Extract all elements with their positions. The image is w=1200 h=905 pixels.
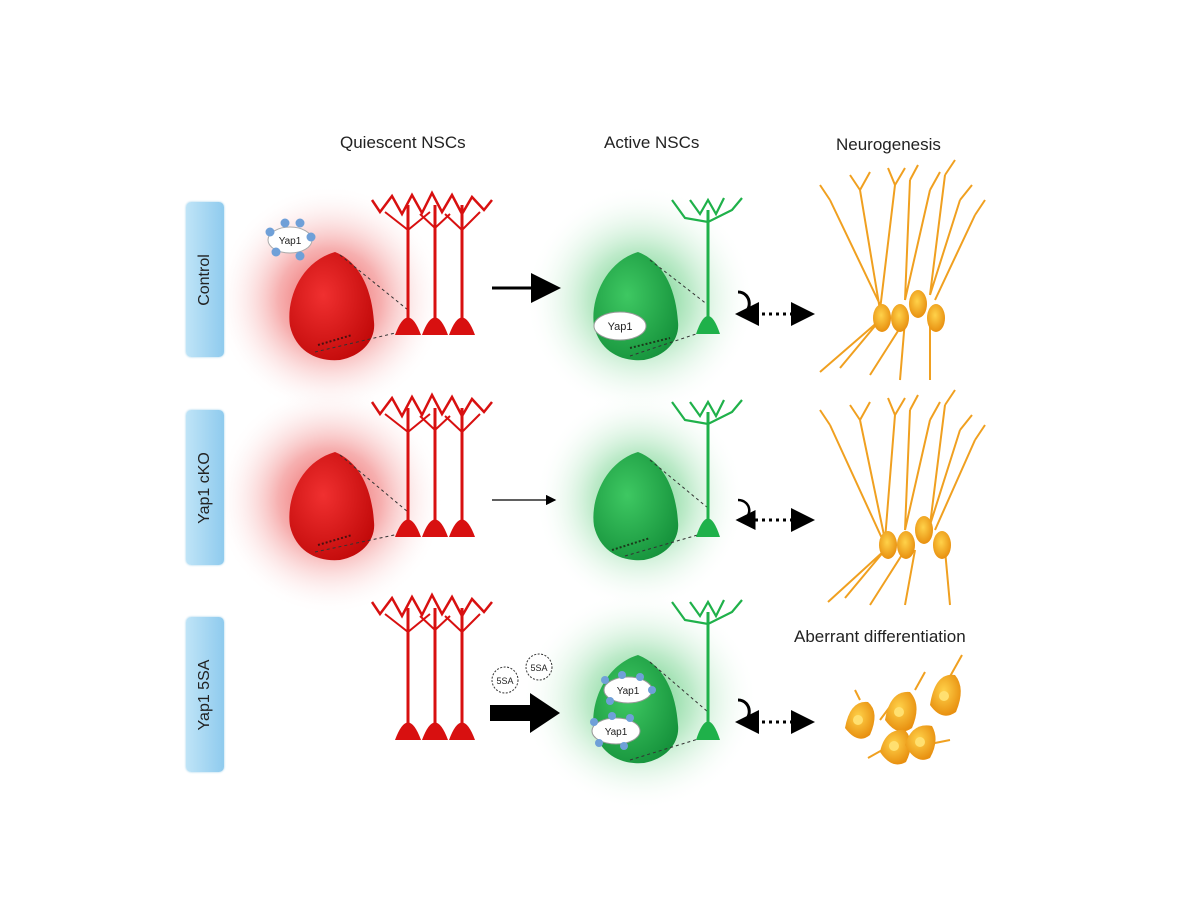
phospho-bead-icon (295, 218, 305, 228)
active-radial-glia (671, 399, 743, 528)
zoom-line (314, 531, 409, 553)
chromatin-strand (317, 334, 353, 346)
yap1-phospho-complex: Yap1 (265, 218, 316, 261)
column-title-quiescent: Quiescent NSCs (340, 133, 466, 152)
phospho-bead-icon (295, 251, 305, 261)
yap1-nuclear (593, 311, 647, 341)
zoom-line (649, 661, 709, 713)
row-yap1-cko (215, 385, 815, 615)
yap1-label: Yap1 (608, 321, 633, 333)
phospho-bead-icon (280, 218, 290, 228)
quiescent-radial-glia (370, 592, 493, 735)
5sa-marker: 5SA (491, 666, 519, 694)
phospho-bead-icon (595, 739, 603, 747)
zoom-line (339, 454, 409, 513)
svg-text:5SA: 5SA (496, 676, 513, 686)
row-control: Yap1 Yap1 (215, 185, 815, 415)
phospho-bead-icon (626, 714, 634, 722)
active-soma (696, 316, 720, 334)
yap1-phospho-complex: Yap1 (601, 671, 656, 705)
phospho-bead-icon (265, 227, 275, 237)
curved-arrow-icon (735, 698, 760, 734)
5sa-marker: 5SA (525, 653, 553, 681)
quiescent-radial-glia (370, 392, 493, 532)
zoom-line (624, 531, 709, 557)
row-label-yap1-cko: Yap1 cKO (186, 410, 224, 565)
zoom-line (339, 254, 409, 311)
zoom-line (629, 329, 709, 357)
curved-arrow-icon (735, 290, 760, 326)
zoom-line (649, 259, 709, 306)
yap1-label: Yap1 (279, 236, 302, 247)
phospho-bead-icon (648, 686, 656, 694)
phospho-bead-icon (608, 712, 616, 720)
phospho-bead-icon (590, 718, 598, 726)
row-yap1-5sa: 5SA 5SA Yap1 (370, 590, 815, 810)
neurogenesis-cluster-control (819, 159, 986, 381)
phospho-bead-icon (271, 247, 281, 257)
active-radial-glia (671, 197, 743, 325)
quiescent-nucleus (289, 252, 375, 361)
phospho-bead-icon (601, 676, 609, 684)
phospho-bead-icon (618, 671, 626, 679)
quiescent-radial-glia (370, 190, 493, 330)
yap1-phospho-complex: Yap1 (590, 712, 641, 750)
active-soma (696, 721, 720, 740)
activation-arrow-thick (490, 693, 560, 733)
zoom-line (629, 735, 709, 761)
yap1-label: Yap1 (605, 727, 628, 738)
chromatin-strand (317, 534, 353, 546)
quiescent-soma-cluster (395, 317, 475, 335)
row-label-yap1-5sa: Yap1 5SA (186, 617, 224, 772)
active-radial-glia (671, 599, 743, 730)
quiescent-soma-cluster (395, 519, 475, 537)
row-label-control: Control (186, 202, 224, 357)
quiescent-nucleus (289, 452, 375, 561)
active-soma (696, 518, 720, 537)
column-title-neurogenesis: Neurogenesis (836, 135, 941, 154)
zoom-line (314, 329, 409, 353)
quiescent-soma-cluster (395, 722, 475, 740)
svg-text:5SA: 5SA (530, 663, 547, 673)
phospho-bead-icon (306, 232, 316, 242)
column-title-active: Active NSCs (604, 133, 700, 152)
aberrant-cells (845, 654, 963, 765)
neurogenesis-cluster-cko (819, 389, 986, 606)
chromatin-strand (629, 337, 671, 349)
phospho-bead-icon (636, 673, 644, 681)
yap1-label: Yap1 (617, 686, 640, 697)
aberrant-differentiation-label: Aberrant differentiation (794, 627, 966, 646)
phospho-bead-icon (606, 697, 614, 705)
active-nucleus (593, 452, 679, 561)
chromatin-strand (611, 537, 651, 551)
curved-arrow-icon (735, 498, 756, 530)
zoom-line (649, 459, 709, 509)
phospho-bead-icon (620, 742, 628, 750)
